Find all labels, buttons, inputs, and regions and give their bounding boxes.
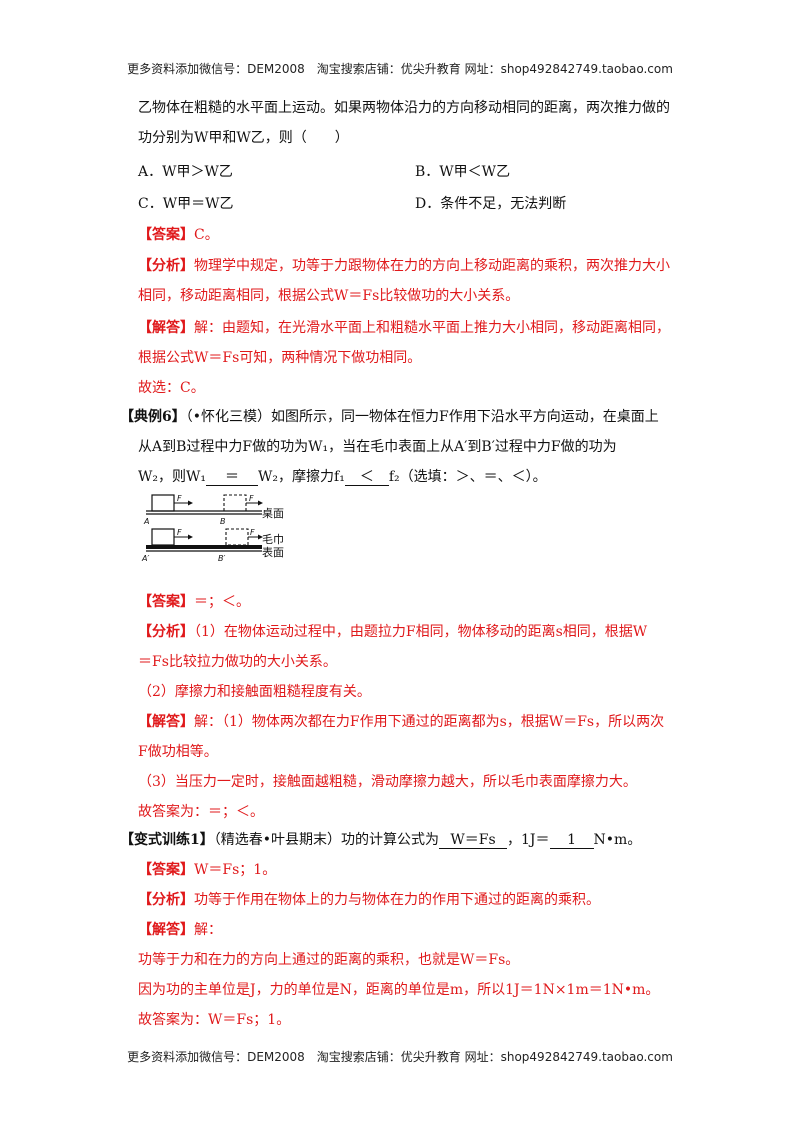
force-diagram: F F A B 桌面 F F A′ B′ 毛巾 表面 xyxy=(141,494,284,563)
analysis-text: （1）在物体运动过程中，由题拉力F相同，物体移动的距离s相同，根据W xyxy=(194,624,648,640)
v1-text-a: （精选春•叶县期末）功的计算公式为 xyxy=(213,832,440,848)
q6-final: 故答案为：＝；＜。 xyxy=(138,804,264,820)
v1-blank1: W＝Fs xyxy=(439,832,508,849)
solution-text: 解： xyxy=(194,922,222,938)
block-dashed-2 xyxy=(225,528,249,546)
solution-label: 【解答】 xyxy=(138,320,194,336)
q6-line2: 从A到B过程中力F做的功为W₁，当在毛巾表面上从A′到B′过程中力F做的功为 xyxy=(138,439,617,455)
q6-text3b: W₂，摩擦力f₁ xyxy=(258,469,345,485)
svg-text:F: F xyxy=(177,528,182,537)
v1-analysis-1: 【分析】功等于作用在物体上的力与物体在力的作用下通过的距离的乘积。 xyxy=(138,890,600,910)
answer-label: 【答案】 xyxy=(138,594,194,610)
v1-text-c: N•m。 xyxy=(593,832,642,848)
q6-line3: W₂，则W₁＝W₂，摩擦力f₁＜f₂（选填：＞、＝、＜）。 xyxy=(138,467,547,487)
solution-text: 解：（1）物体两次都在力F作用下通过的距离都为s，根据W＝Fs，所以两次 xyxy=(194,714,665,730)
block-solid xyxy=(151,494,175,512)
v1-solution-1: 【解答】解： xyxy=(138,920,222,940)
q6-line1: 【典例6】（•怀化三模）如图所示，同一物体在恒力F作用下沿水平方向运动，在桌面上 xyxy=(120,407,659,427)
q6-label: 【典例6】 xyxy=(120,409,186,425)
q6-solution-2: F做功相等。 xyxy=(138,744,218,760)
analysis-label: 【分析】 xyxy=(138,624,194,640)
q5-line2: 功分别为W甲和W乙，则（ ） xyxy=(138,130,349,146)
analysis-text: 功等于作用在物体上的力与物体在力的作用下通过的距离的乘积。 xyxy=(194,892,600,908)
analysis-text: 物理学中规定，功等于力跟物体在力的方向上移动距离的乘积，两次推力大小 xyxy=(194,258,670,274)
force-label: F xyxy=(177,494,182,503)
point-b: B xyxy=(220,517,226,526)
answer-text: W＝Fs；1。 xyxy=(194,862,277,878)
block-dashed xyxy=(223,494,247,512)
page-header: 更多资料添加微信号：DEM2008 淘宝搜索店铺：优尖升教育 网址：shop49… xyxy=(127,62,673,76)
surface-label: 表面 xyxy=(262,545,284,559)
q6-text3a: W₂，则W₁ xyxy=(138,469,207,485)
towel-surface xyxy=(146,545,262,549)
solution-label: 【解答】 xyxy=(138,714,194,730)
analysis-label: 【分析】 xyxy=(138,892,194,908)
point-b-prime: B′ xyxy=(218,554,225,563)
answer-label: 【答案】 xyxy=(138,862,194,878)
q5-line1: 乙物体在粗糙的水平面上运动。如果两物体沿力的方向移动相同的距离，两次推力做的 xyxy=(138,100,670,116)
v1-label: 【变式训练1】 xyxy=(120,832,214,848)
q5-option-c: C．W甲＝W乙 xyxy=(138,196,234,212)
q6-text1: （•怀化三模）如图所示，同一物体在恒力F作用下沿水平方向运动，在桌面上 xyxy=(185,409,659,425)
svg-text:F: F xyxy=(249,494,254,503)
solution-label: 【解答】 xyxy=(138,922,194,938)
svg-text:F: F xyxy=(250,528,255,537)
q6-text3c: f₂（选填：＞、＝、＜）。 xyxy=(388,469,547,485)
q6-solution-3: （3）当压力一定时，接触面越粗糙，滑动摩擦力越大，所以毛巾表面摩擦力大。 xyxy=(138,774,637,790)
solution-text: 解：由题知，在光滑水平面上和粗糙水平面上推力大小相同，移动距离相同， xyxy=(194,320,670,336)
q5-answer: 【答案】C。 xyxy=(138,225,219,245)
analysis-label: 【分析】 xyxy=(138,258,194,274)
v1-text-b: ，1J＝ xyxy=(507,832,550,848)
q6-analysis-2: ＝Fs比较拉力做功的大小关系。 xyxy=(138,654,337,670)
v1-answer: 【答案】W＝Fs；1。 xyxy=(138,860,276,880)
point-a: A xyxy=(143,517,149,526)
v1-solution-3: 因为功的主单位是J，力的单位是N，距离的单位是m，所以1J＝1N×1m＝1N•m… xyxy=(138,982,660,998)
answer-text: C。 xyxy=(194,227,219,243)
q5-option-b: B．W甲＜W乙 xyxy=(415,164,511,180)
q5-option-a: A．W甲＞W乙 xyxy=(138,164,233,180)
v1-solution-2: 功等于力和在力的方向上通过的距离的乘积，也就是W＝Fs。 xyxy=(138,952,520,968)
q6-blank1: ＝ xyxy=(206,469,259,486)
q5-option-d: D．条件不足，无法判断 xyxy=(415,196,567,212)
desk-label: 桌面 xyxy=(262,507,284,520)
v1-final: 故答案为：W＝Fs；1。 xyxy=(138,1012,291,1028)
q5-final: 故选：C。 xyxy=(138,380,205,396)
q6-answer: 【答案】＝；＜。 xyxy=(138,592,250,612)
q5-analysis-2: 相同，移动距离相同，根据公式W＝Fs比较做功的大小关系。 xyxy=(138,288,520,304)
q6-blank2: ＜ xyxy=(344,469,389,486)
q6-analysis-3: （2）摩擦力和接触面粗糙程度有关。 xyxy=(138,684,371,700)
block-solid-2 xyxy=(151,528,175,546)
q5-solution-2: 根据公式W＝Fs可知，两种情况下做功相同。 xyxy=(138,350,422,366)
point-a-prime: A′ xyxy=(141,554,149,563)
page-footer: 更多资料添加微信号：DEM2008 淘宝搜索店铺：优尖升教育 网址：shop49… xyxy=(127,1050,673,1064)
answer-label: 【答案】 xyxy=(138,227,194,243)
answer-text: ＝；＜。 xyxy=(194,594,250,610)
q5-solution-1: 【解答】解：由题知，在光滑水平面上和粗糙水平面上推力大小相同，移动距离相同， xyxy=(138,318,670,338)
v1-blank2: 1 xyxy=(549,832,594,849)
q5-analysis-1: 【分析】物理学中规定，功等于力跟物体在力的方向上移动距离的乘积，两次推力大小 xyxy=(138,256,670,276)
towel-label: 毛巾 xyxy=(262,532,284,546)
q6-solution-1: 【解答】解：（1）物体两次都在力F作用下通过的距离都为s，根据W＝Fs，所以两次 xyxy=(138,712,664,732)
q6-analysis-1: 【分析】（1）在物体运动过程中，由题拉力F相同，物体移动的距离s相同，根据W xyxy=(138,622,647,642)
